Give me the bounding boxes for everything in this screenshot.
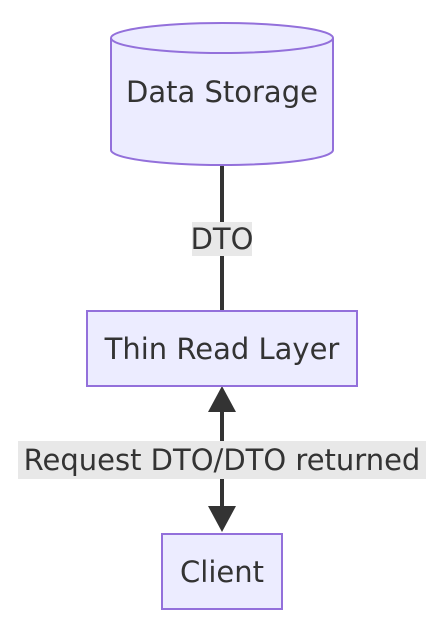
node-data-storage-label: Data Storage (126, 75, 318, 109)
edge-storage-to-layer-label: DTO (191, 222, 254, 256)
data-storage-cylinder-top (110, 22, 334, 54)
node-thin-read-layer-label: Thin Read Layer (104, 332, 340, 366)
arrow-down-icon (208, 506, 236, 532)
node-client-label: Client (180, 555, 264, 589)
node-client[interactable]: Client (161, 533, 283, 610)
edge-layer-to-client: Request DTO/DTO returned (18, 386, 426, 532)
data-storage-cylinder-body (110, 38, 334, 166)
thin-read-layer-box (86, 310, 358, 387)
edge-storage-to-layer: DTO (191, 165, 254, 311)
node-data-storage[interactable]: Data Storage (110, 22, 334, 166)
edge-layer-to-client-label-bg (18, 441, 426, 479)
node-thin-read-layer[interactable]: Thin Read Layer (86, 310, 358, 387)
client-box (161, 533, 283, 610)
arrow-up-icon (208, 386, 236, 412)
edge-storage-to-layer-label-bg (192, 222, 252, 256)
edge-layer-to-client-label: Request DTO/DTO returned (24, 443, 421, 477)
